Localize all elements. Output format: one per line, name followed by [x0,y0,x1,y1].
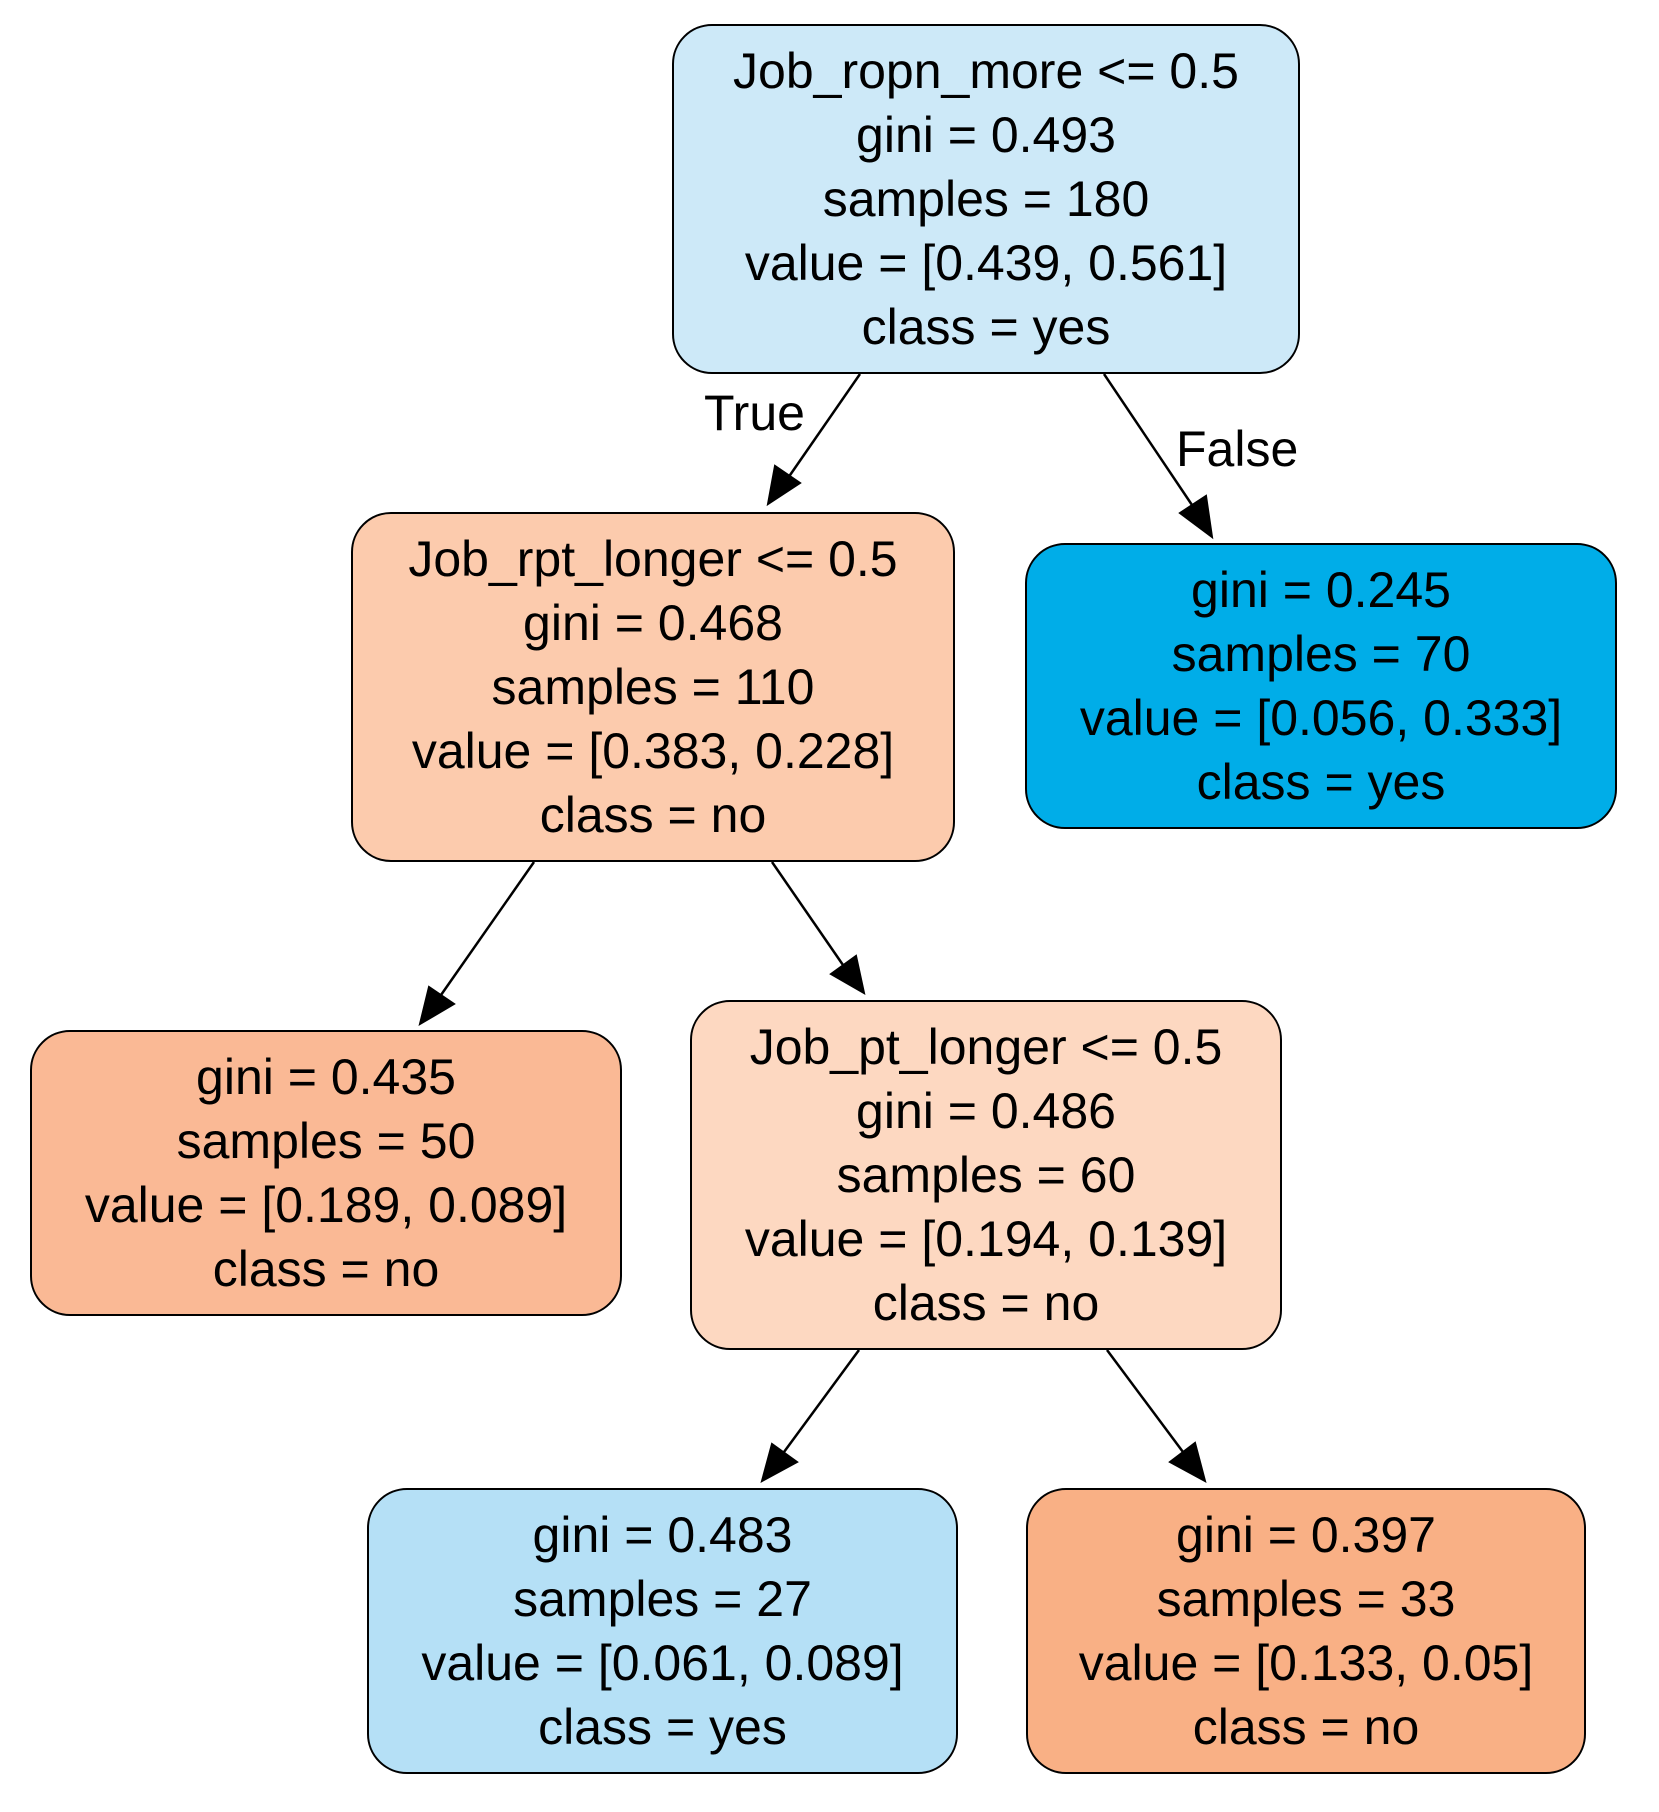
node-value: value = [0.439, 0.561] [744,235,1228,291]
arrowhead-n4-n5 [760,1442,799,1483]
node-samples: samples = 27 [513,1571,812,1627]
node-class: class = no [1192,1699,1420,1755]
node-value: value = [0.061, 0.089] [421,1635,904,1691]
edge-n0-n1 [786,373,862,479]
arrowhead-n0-n1 [766,464,802,507]
node-split-condition: Job_pt_longer <= 0.5 [749,1019,1223,1075]
node-samples: samples = 60 [836,1147,1136,1203]
arrowhead-n1-n3 [418,985,456,1027]
edge-n4-n6 [1105,1349,1185,1453]
tree-node-job-rpt-longer: Job_rpt_longer <= 0.5 gini = 0.468 sampl… [351,512,955,862]
node-gini: gini = 0.486 [856,1083,1116,1139]
arrowhead-n0-n2 [1178,494,1214,540]
node-gini: gini = 0.435 [196,1049,456,1105]
node-value: value = [0.189, 0.089] [84,1177,568,1233]
node-class: class = no [872,1275,1100,1331]
node-gini: gini = 0.468 [523,595,783,651]
tree-leaf-node: gini = 0.397 samples = 33 value = [0.133… [1026,1488,1586,1774]
node-class: class = yes [538,1699,787,1755]
arrowhead-n4-n6 [1168,1441,1207,1483]
node-gini: gini = 0.483 [532,1507,793,1563]
node-split-condition: Job_ropn_more <= 0.5 [733,43,1239,99]
tree-leaf-node: gini = 0.483 samples = 27 value = [0.061… [367,1488,958,1774]
node-gini: gini = 0.493 [856,107,1116,163]
edge-n4-n5 [782,1349,861,1453]
edge-label-false: False [1176,421,1299,477]
node-value: value = [0.194, 0.139] [744,1211,1228,1267]
node-samples: samples = 33 [1156,1571,1456,1627]
tree-leaf-node: gini = 0.435 samples = 50 value = [0.189… [30,1030,622,1316]
node-samples: samples = 180 [822,171,1150,227]
node-split-condition: Job_rpt_longer <= 0.5 [408,531,898,587]
node-value: value = [0.383, 0.228] [411,723,895,779]
node-samples: samples = 50 [176,1113,476,1169]
edge-n1-n3 [439,861,536,996]
node-gini: gini = 0.397 [1176,1507,1436,1563]
tree-node-job-pt-longer: Job_pt_longer <= 0.5 gini = 0.486 sample… [690,1000,1282,1350]
node-value: value = [0.056, 0.333] [1079,690,1563,746]
tree-leaf-node: gini = 0.245 samples = 70 value = [0.056… [1025,543,1617,829]
node-class: class = yes [861,299,1111,355]
node-class: class = no [539,787,767,843]
node-class: class = no [212,1241,440,1297]
node-samples: samples = 110 [491,659,815,715]
node-samples: samples = 70 [1171,626,1471,682]
node-value: value = [0.133, 0.05] [1078,1635,1534,1691]
tree-node-root: Job_ropn_more <= 0.5 gini = 0.493 sample… [672,24,1300,374]
edge-n1-n4 [770,861,845,966]
arrowhead-n1-n4 [829,954,866,995]
edge-n0-n2 [1102,373,1194,506]
node-class: class = yes [1196,754,1446,810]
node-gini: gini = 0.245 [1191,562,1451,618]
edge-label-true: True [704,385,805,441]
